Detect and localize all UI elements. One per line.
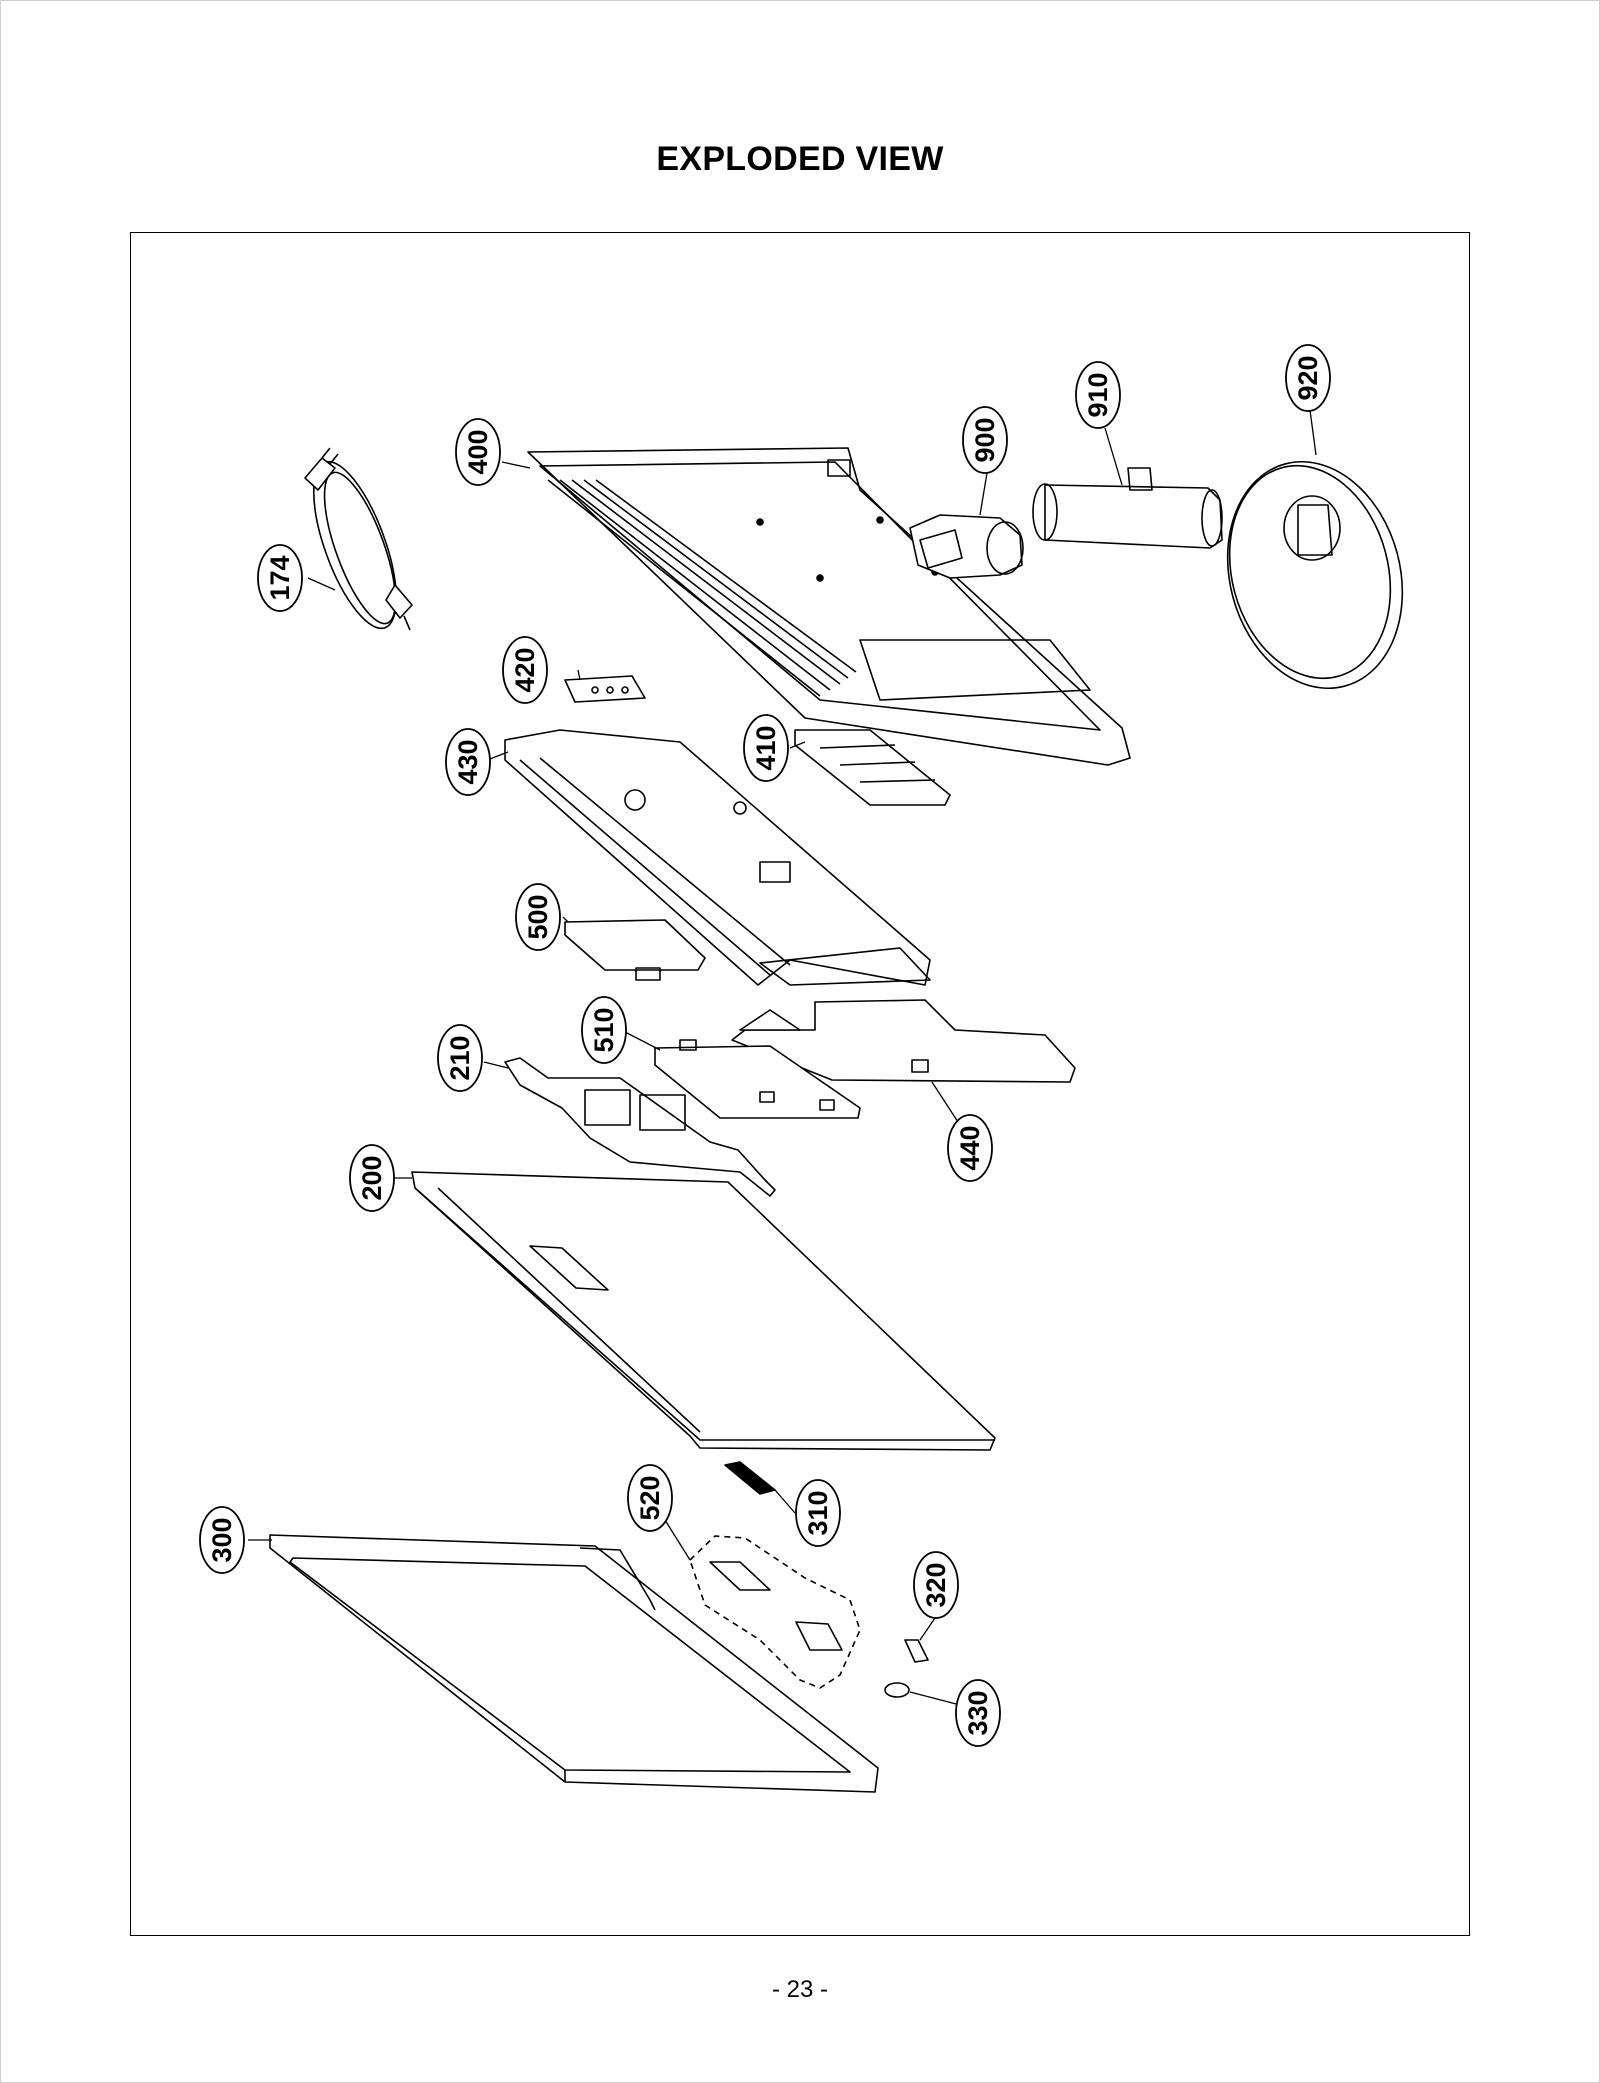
callout-label-320: 320 <box>921 1562 951 1607</box>
lcd-bracket-part <box>504 1057 776 1197</box>
callout-400-oval <box>455 418 501 486</box>
callout-910-oval <box>1075 361 1121 429</box>
back-cover-part <box>527 447 1131 766</box>
callout-500-oval <box>515 883 561 951</box>
lcd-panel-part <box>411 1171 996 1451</box>
callout-label-430: 430 <box>453 739 483 784</box>
control-board-part <box>564 919 706 981</box>
callout-200-oval <box>349 1144 395 1212</box>
callout-label-900: 900 <box>970 417 1000 462</box>
callout-420-oval <box>502 636 548 704</box>
front-bezel-part <box>269 1534 879 1793</box>
callout-320-oval <box>913 1551 959 1619</box>
diagram-frame <box>130 232 1470 1936</box>
callout-label-310: 310 <box>803 1490 833 1535</box>
callout-430-oval <box>445 728 491 796</box>
callout-label-520: 520 <box>635 1475 665 1520</box>
callout-410-oval <box>743 714 789 782</box>
callout-label-500: 500 <box>523 894 553 939</box>
callout-label-440: 440 <box>955 1125 985 1170</box>
callout-label-920: 920 <box>1293 355 1323 400</box>
page-title: EXPLODED VIEW <box>656 140 944 178</box>
callout-label-174: 174 <box>265 555 295 600</box>
callout-210-oval <box>437 1024 483 1092</box>
callout-label-510: 510 <box>589 1007 619 1052</box>
stand-neck-cover-part <box>1032 467 1223 549</box>
callout-330-oval <box>955 1679 1001 1747</box>
power-cord-part <box>304 447 413 631</box>
callout-label-330: 330 <box>963 1690 993 1735</box>
lens-part <box>884 1682 910 1698</box>
callout-510-oval <box>581 996 627 1064</box>
label-group-part <box>689 1535 861 1689</box>
callout-label-210: 210 <box>445 1035 475 1080</box>
page-number: - 23 - <box>771 1976 828 2003</box>
callout-label-910: 910 <box>1083 372 1113 417</box>
connector-part <box>724 1461 776 1495</box>
callout-900-oval <box>962 406 1008 474</box>
main-frame-part <box>731 999 1076 1083</box>
callout-label-420: 420 <box>510 647 540 692</box>
callout-174-oval <box>257 544 303 612</box>
rear-plate-part <box>794 729 951 806</box>
stand-base-part <box>1226 460 1404 690</box>
callout-ovals <box>199 344 1331 1747</box>
callout-520-oval <box>627 1464 673 1532</box>
callout-920-oval <box>1285 344 1331 412</box>
hinge-part <box>909 514 1024 579</box>
callout-label-410: 410 <box>751 725 781 770</box>
power-button-part <box>904 1639 929 1663</box>
callout-300-oval <box>199 1506 245 1574</box>
callout-310-oval <box>795 1479 841 1547</box>
main-board-part <box>654 1039 861 1119</box>
callout-label-300: 300 <box>207 1517 237 1562</box>
bracket-part <box>564 675 646 703</box>
callout-label-200: 200 <box>357 1155 387 1200</box>
callout-label-400: 400 <box>463 429 493 474</box>
callout-440-oval <box>947 1114 993 1182</box>
shield-case-part <box>504 729 931 986</box>
